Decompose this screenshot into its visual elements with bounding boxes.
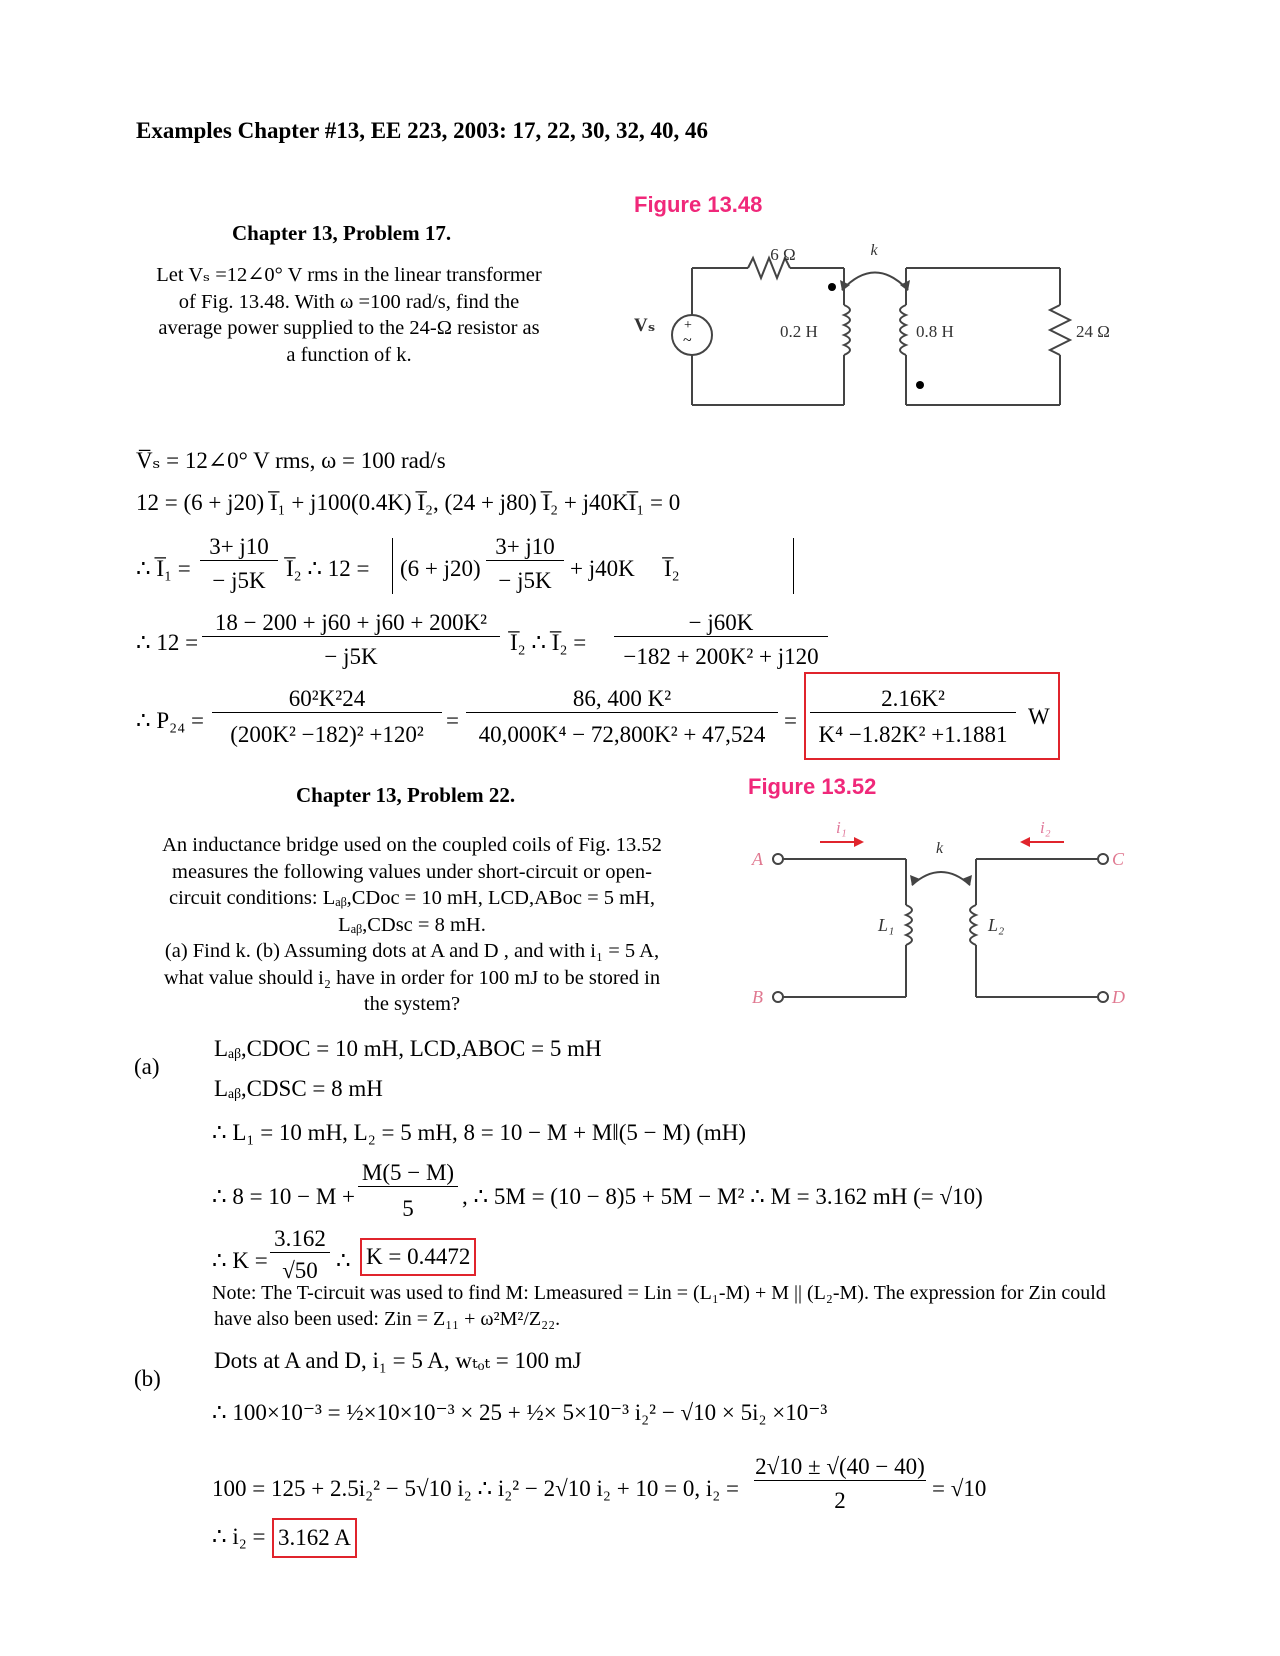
resistor-24-label: 24 Ω (1076, 322, 1110, 341)
statement-line: of Fig. 13.48. With ω =100 rad/s, find t… (178, 290, 520, 313)
part-a-given-1: Lₐᵦ,CDOC = 10 mH, LCD,ABOC = 5 mH (214, 1036, 602, 1061)
part-b-given: Dots at A and D, i₁ = 5 A, wₜₒₜ = 100 mJ (214, 1348, 582, 1373)
part-a-note-2: have also been used: Zin = Z₁₁ + ω²M²/Z₂… (214, 1308, 561, 1330)
inductor-l1-label: L₁ (877, 915, 894, 935)
statement-line: Lₐᵦ,CDsc = 8 mH. (338, 913, 486, 936)
statement-line: average power supplied to the 24-Ω resis… (158, 317, 540, 339)
svg-text:~: ~ (683, 332, 692, 349)
part-a-note-1: Note: The T-circuit was used to find M: … (212, 1282, 1106, 1304)
current-i1-label: i₁ (836, 818, 847, 837)
statement-line: what value should i₂ have in order for 1… (163, 966, 661, 989)
terminal-c-label: C (1112, 849, 1125, 869)
statement-line: An inductance bridge used on the coupled… (162, 834, 662, 856)
problem-17-statement: Let Vₛ =12∠0° V rms in the linear transf… (130, 262, 568, 368)
statement-line: circuit conditions: Lₐᵦ,CDoc = 10 mH, LC… (168, 887, 656, 909)
problem-22-statement: An inductance bridge used on the coupled… (128, 832, 696, 1018)
p17-result-box: 2.16K² K⁴ −1.82K² +1.1881 W (804, 672, 1060, 760)
part-b-label: (b) (134, 1366, 161, 1391)
coupling-k-label: k (936, 840, 944, 857)
part-b-result-box: 3.162 A (272, 1518, 357, 1558)
figure-13-52-label: Figure 13.52 (748, 774, 877, 799)
problem-22-heading: Chapter 13, Problem 22. (296, 783, 516, 807)
terminal-a-label: A (751, 849, 764, 869)
part-a-label: (a) (134, 1054, 160, 1079)
coupling-k-label: k (870, 242, 878, 259)
terminal-b-label: B (752, 987, 763, 1005)
part-b-energy-eq: ∴ 100×10⁻³ = ½×10×10⁻³ × 25 + ½× 5×10⁻³ … (212, 1400, 828, 1425)
figure-13-48-label: Figure 13.48 (634, 192, 763, 217)
p17-kvl: 12 = (6 + j20) I̅₁ + j100(0.4K) I̅₂, (24… (136, 490, 681, 515)
p17-given: V̅ₛ = 12∠0° V rms, ω = 100 rad/s (136, 448, 446, 473)
inductor-l1-label: 0.2 H (780, 322, 818, 341)
inductor-l2-label: L₂ (987, 915, 1004, 935)
current-i2-label: i₂ (1040, 818, 1051, 837)
page-title: Examples Chapter #13, EE 223, 2003: 17, … (136, 118, 709, 143)
part-a-result-box: K = 0.4472 (360, 1238, 477, 1276)
figure-13-48-circuit: + ~ 6 Ω k Vₛ 0.2 H 0.8 H 24 Ω (634, 242, 1110, 406)
terminal-d-label: D (1111, 987, 1125, 1005)
problem-17-heading: Chapter 13, Problem 17. (232, 221, 452, 245)
inductor-l2-label: 0.8 H (916, 322, 954, 341)
part-a-given-2: Lₐᵦ,CDSC = 8 mH (214, 1076, 383, 1101)
statement-line: a function of k. (286, 343, 412, 366)
resistor-6-label: 6 Ω (770, 245, 795, 264)
figure-13-52-circuit: i₁ i₂ k A B C D L₁ L₂ (751, 818, 1125, 1005)
svg-text:+: + (684, 318, 692, 333)
statement-line: measures the following values under shor… (172, 860, 652, 883)
part-a-step3: ∴ L₁ = 10 mH, L₂ = 5 mH, 8 = 10 − M + M‖… (212, 1120, 747, 1145)
statement-line: (a) Find k. (b) Assuming dots at A and D… (164, 940, 660, 962)
statement-line: Let Vₛ =12∠0° V rms in the linear transf… (156, 264, 542, 286)
statement-line: the system? (363, 993, 461, 1015)
source-vs-label: Vₛ (634, 315, 655, 336)
